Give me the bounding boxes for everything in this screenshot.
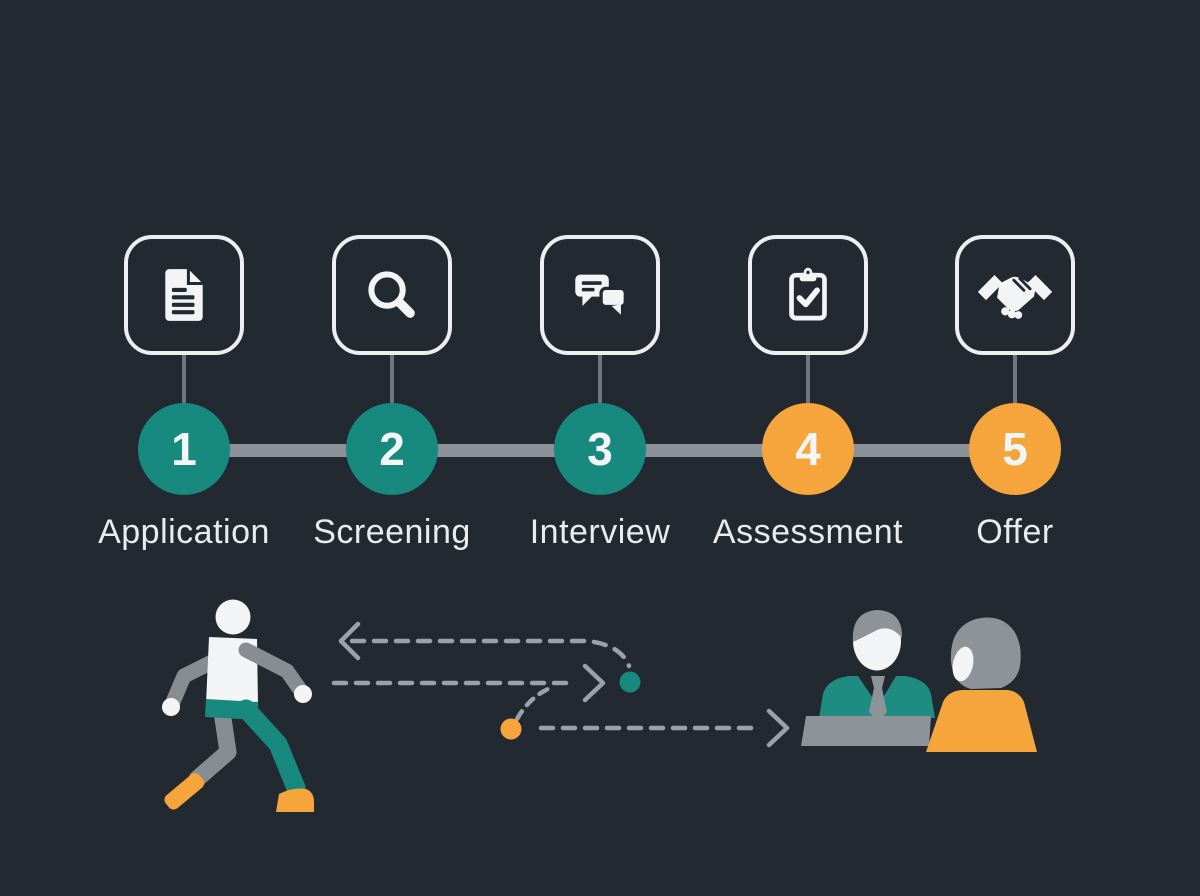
right-arrowhead-icon: [766, 708, 790, 748]
back-hand: [162, 698, 180, 716]
step-label: Interview: [529, 513, 671, 551]
clipboard-check-icon: [789, 267, 827, 321]
front-leg: [236, 699, 306, 798]
step-offer: 5 Offer: [911, 235, 1119, 552]
assessment-icon-tile: [748, 235, 868, 355]
step-label: Application: [98, 513, 270, 551]
screening-icon-tile: [332, 235, 452, 355]
step-connector: [1013, 355, 1017, 403]
step-number: 1: [171, 423, 197, 475]
chat-bubbles-icon: [575, 274, 627, 315]
step-label: Offer: [976, 513, 1054, 551]
step-connector: [390, 355, 394, 403]
right-arrowhead-icon: [582, 663, 606, 703]
back-shoe: [164, 773, 205, 810]
step-number-circle: 3: [554, 403, 646, 495]
man-tie: [869, 676, 887, 722]
interview-waypoint-dot: [619, 671, 641, 693]
step-number: 2: [379, 423, 405, 475]
step-number-circle: 5: [969, 403, 1061, 495]
step-number: 5: [1002, 423, 1028, 475]
step-assessment: 4 Assessment: [704, 235, 912, 552]
woman-face: [952, 646, 974, 682]
step-application: 1 Application: [80, 235, 288, 552]
front-shoe: [276, 788, 314, 812]
search-icon: [368, 271, 415, 318]
journey-illustration: [162, 599, 1037, 812]
step-connector: [182, 355, 186, 403]
woman-body: [926, 690, 1037, 752]
application-icon-tile: [124, 235, 244, 355]
step-number-circle: 2: [346, 403, 438, 495]
left-arrowhead-icon: [338, 621, 361, 661]
handshake-icon: [977, 275, 1053, 319]
walking-person: [162, 599, 314, 812]
desk: [801, 716, 931, 746]
front-hand: [294, 685, 312, 703]
step-screening: 2 Screening: [288, 235, 496, 552]
step-number-circle: 4: [762, 403, 854, 495]
back-leg: [188, 696, 237, 788]
offer-waypoint-dot: [500, 718, 522, 740]
step-interview: 3 Interview: [496, 235, 704, 552]
document-icon: [165, 269, 203, 321]
return-dashed-line: [349, 638, 632, 669]
front-arm: [238, 642, 309, 699]
man-hair: [852, 610, 903, 642]
step-connector: [806, 355, 810, 403]
offer-icon-tile: [955, 235, 1075, 355]
head: [215, 599, 251, 635]
step-label: Assessment: [712, 513, 904, 551]
step-label: Screening: [313, 513, 471, 551]
interviewers: [801, 610, 1037, 752]
interview-icon-tile: [540, 235, 660, 355]
step-number: 3: [587, 423, 613, 475]
step-connector: [598, 355, 602, 403]
step-number-circle: 1: [138, 403, 230, 495]
dot-branch-curve: [514, 686, 551, 722]
step-number: 4: [795, 423, 821, 475]
route-paths: [331, 621, 790, 748]
